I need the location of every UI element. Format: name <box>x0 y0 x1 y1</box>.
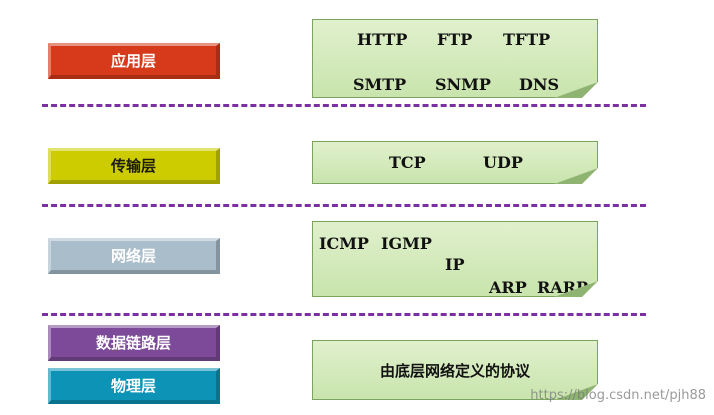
protocol-udp: UDP <box>483 153 523 172</box>
application-layer-label: 应用层 <box>48 43 220 79</box>
protocol-icmp: ICMP <box>319 234 369 253</box>
physical-layer-text: 物理层 <box>110 377 156 395</box>
transport-protocols-box: TCP UDP <box>312 141 598 184</box>
page-fold-icon <box>554 384 598 400</box>
protocol-http: HTTP <box>357 30 408 49</box>
protocol-tftp: TFTP <box>503 30 551 49</box>
protocol-snmp: SNMP <box>435 75 491 94</box>
protocol-ftp: FTP <box>437 30 473 49</box>
application-protocols-box: HTTP FTP TFTP SMTP SNMP DNS <box>312 19 598 98</box>
page-fold-icon <box>554 281 598 297</box>
layer-divider <box>42 313 646 316</box>
application-layer-text: 应用层 <box>110 52 156 70</box>
watermark-url: https://blog.csdn.net/pjh88 <box>530 388 706 403</box>
protocol-smtp: SMTP <box>353 75 407 94</box>
layer-divider <box>42 204 646 207</box>
network-protocols-box: ICMP IGMP IP ARP RARP <box>312 221 598 297</box>
datalink-layer-text: 数据链路层 <box>95 334 171 352</box>
protocol-arp: ARP <box>489 278 527 297</box>
protocol-igmp: IGMP <box>381 234 432 253</box>
page-fold-icon <box>554 168 598 184</box>
transport-layer-text: 传输层 <box>110 157 156 175</box>
network-layer-label: 网络层 <box>48 238 220 274</box>
datalink-layer-label: 数据链路层 <box>48 325 220 361</box>
lower-layer-description: 由底层网络定义的协议 <box>379 362 530 380</box>
layer-divider <box>42 104 646 107</box>
protocol-tcp: TCP <box>389 153 426 172</box>
page-fold-icon <box>554 82 598 98</box>
lower-layer-protocols-box: 由底层网络定义的协议 <box>312 340 598 400</box>
physical-layer-label: 物理层 <box>48 368 220 404</box>
protocol-ip: IP <box>445 255 465 274</box>
transport-layer-label: 传输层 <box>48 148 220 184</box>
network-layer-text: 网络层 <box>110 247 156 265</box>
protocol-dns: DNS <box>519 75 560 94</box>
